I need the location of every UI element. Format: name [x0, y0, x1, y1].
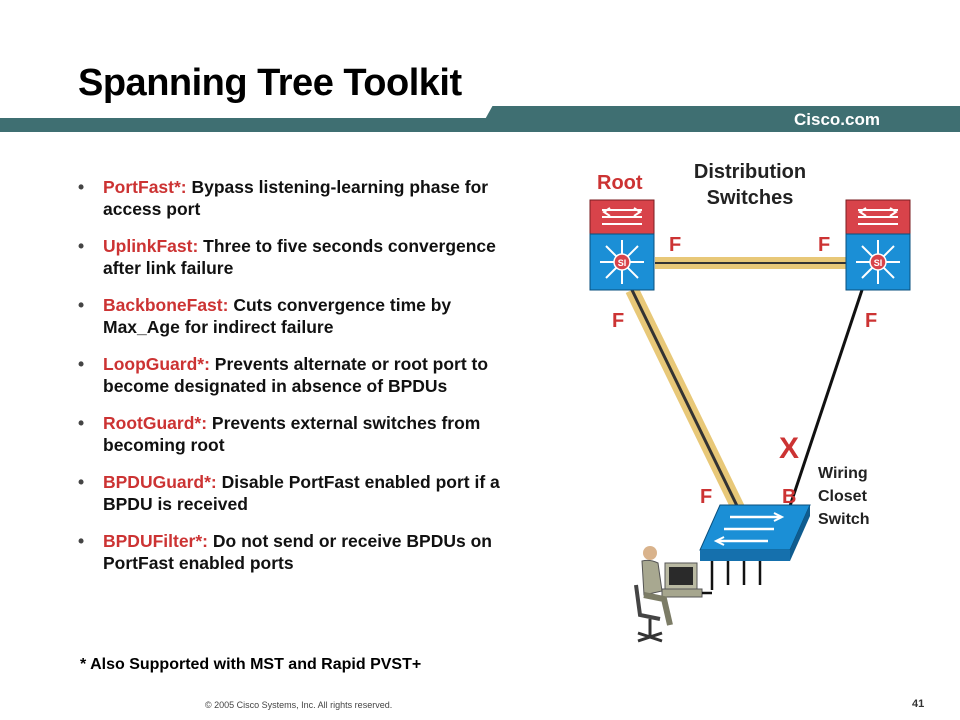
- list-item: • BPDUGuard*: Disable PortFast enabled po…: [78, 471, 528, 515]
- failure-mark: X: [779, 432, 799, 465]
- feature-description: Cuts convergence time by Max_Age for ind…: [103, 295, 452, 337]
- title-bar: [0, 118, 960, 132]
- feature-term: LoopGuard*:: [103, 354, 210, 374]
- feature-description: Do not send or receive BPDUs on PortFast…: [103, 531, 492, 573]
- feature-description: Prevents alternate or root port to becom…: [103, 354, 489, 396]
- link-distribution-to-wiring-closet: [786, 289, 864, 513]
- feature-description: Bypass listening-learning phase for acce…: [103, 177, 489, 219]
- feature-description: Three to five seconds convergence after …: [103, 236, 496, 278]
- bullet-icon: •: [78, 177, 85, 197]
- switch-badge: SI: [874, 258, 883, 268]
- feature-term: RootGuard*:: [103, 413, 208, 433]
- wiring-label-line1: Wiring: [818, 465, 868, 482]
- feature-list: • PortFast*: Bypass listening-learning ph…: [78, 176, 528, 589]
- feature-description: Prevents external switches from becoming…: [103, 413, 481, 455]
- page-number: 41: [912, 698, 925, 710]
- feature-term: UplinkFast:: [103, 236, 199, 256]
- distribution-switch[interactable]: SI: [845, 199, 911, 291]
- feature-term: BackboneFast:: [103, 295, 229, 315]
- root-label: Root: [597, 172, 643, 194]
- list-item: • RootGuard*: Prevents external switches …: [78, 412, 528, 456]
- root-switch[interactable]: SI: [589, 199, 655, 291]
- bullet-icon: •: [78, 295, 85, 315]
- distribution-label-line1: Distribution: [694, 161, 806, 183]
- port-state-f: F: [669, 234, 681, 256]
- list-item: • BackboneFast: Cuts convergence time by …: [78, 294, 528, 338]
- wiring-label-line2: Closet: [818, 488, 868, 505]
- wiring-closet-switch[interactable]: [699, 504, 811, 590]
- list-item: • UplinkFast: Three to five seconds conve…: [78, 235, 528, 279]
- list-item: • PortFast*: Bypass listening-learning ph…: [78, 176, 528, 220]
- slide-title: Spanning Tree Toolkit: [78, 62, 462, 104]
- footnote: * Also Supported with MST and Rapid PVST…: [80, 656, 422, 673]
- bullet-icon: •: [78, 413, 85, 433]
- bullet-icon: •: [78, 236, 85, 256]
- wiring-label-line3: Switch: [818, 511, 870, 528]
- bullet-icon: •: [78, 531, 85, 551]
- network-diagram: SI SI Root Distribution Switches F F: [589, 161, 911, 643]
- port-state-f: F: [818, 234, 830, 256]
- port-state-f: F: [865, 310, 877, 332]
- copyright: © 2005 Cisco Systems, Inc. All rights re…: [205, 700, 393, 710]
- list-item: • LoopGuard*: Prevents alternate or root …: [78, 353, 528, 397]
- feature-term: BPDUGuard*:: [103, 472, 217, 492]
- distribution-label-line2: Switches: [707, 187, 794, 209]
- feature-description: Disable PortFast enabled port if a BPDU …: [103, 472, 500, 514]
- brand-label[interactable]: Cisco.com: [794, 110, 880, 129]
- switch-badge: SI: [618, 258, 627, 268]
- port-state-b: B: [782, 486, 796, 508]
- links: [625, 257, 864, 516]
- list-item: • BPDUFilter*: Do not send or receive BPD…: [78, 530, 528, 574]
- user-workstation-icon: [634, 546, 712, 643]
- bullet-icon: •: [78, 472, 85, 492]
- feature-term: PortFast*:: [103, 177, 187, 197]
- port-state-f: F: [612, 310, 624, 332]
- link-root-to-wiring-closet-core: [630, 289, 742, 513]
- port-state-f: F: [700, 486, 712, 508]
- bullet-icon: •: [78, 354, 85, 374]
- feature-term: BPDUFilter*:: [103, 531, 209, 551]
